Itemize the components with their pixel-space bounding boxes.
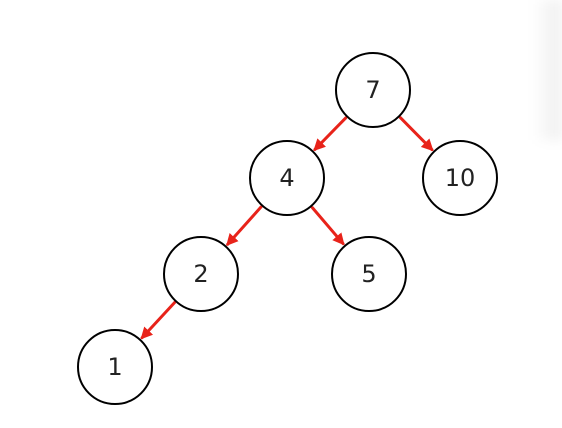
edge-n2-n1 (140, 301, 177, 340)
node-label: 7 (365, 76, 380, 104)
node-label: 2 (193, 260, 208, 288)
node-circle (422, 140, 498, 216)
node-label: 4 (279, 164, 294, 192)
node-label: 5 (361, 260, 376, 288)
node-label: 1 (107, 353, 122, 381)
edge-n4-n2 (226, 205, 263, 246)
node-circle (331, 236, 407, 312)
tree-node-10: 10 (422, 140, 498, 216)
tree-node-4: 4 (249, 140, 325, 216)
node-circle (77, 329, 153, 405)
edges-layer (140, 116, 434, 340)
corner-shadow (532, 0, 562, 140)
edge-n4-n5 (310, 206, 345, 246)
tree-node-2: 2 (163, 236, 239, 312)
node-circle (249, 140, 325, 216)
nodes-layer: 7 4 10 2 5 1 (77, 52, 498, 405)
node-label: 10 (445, 164, 476, 192)
tree-node-7: 7 (335, 52, 411, 128)
node-circle (335, 52, 411, 128)
tree-node-1: 1 (77, 329, 153, 405)
node-circle (163, 236, 239, 312)
tree-node-5: 5 (331, 236, 407, 312)
edge-n7-n10 (398, 116, 434, 152)
edge-n7-n4 (313, 116, 348, 152)
